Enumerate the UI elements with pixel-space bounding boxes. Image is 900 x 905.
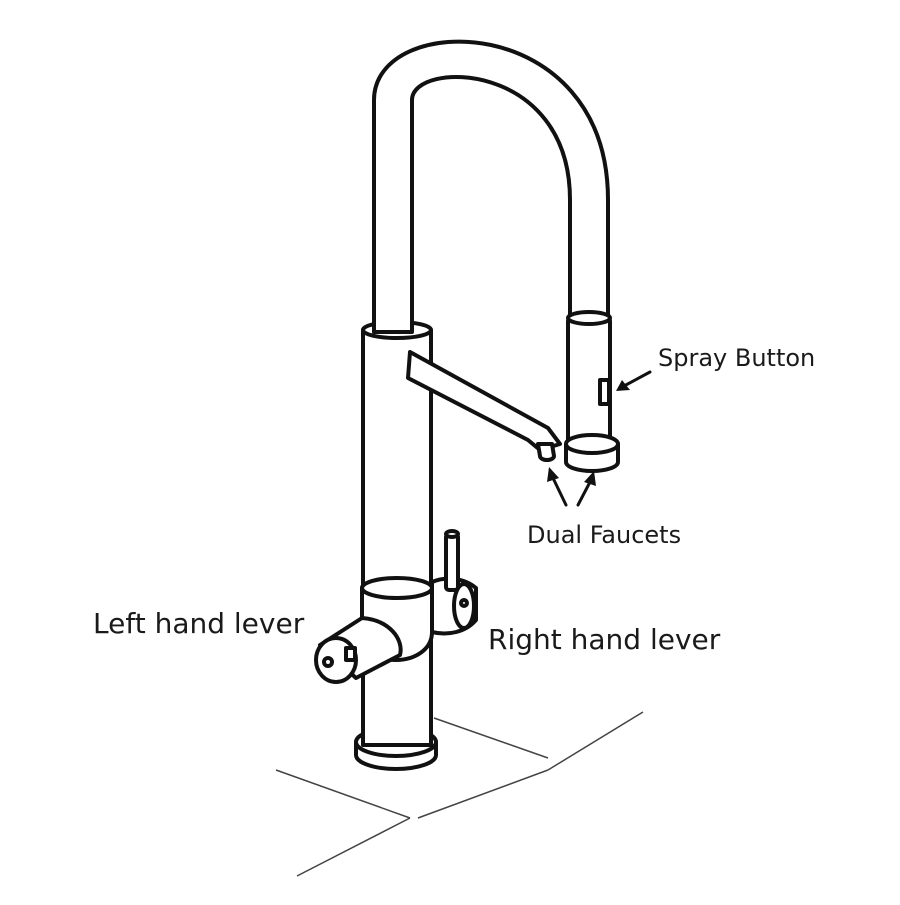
spray-button-label: Spray Button xyxy=(658,344,816,372)
dual-faucets-label: Dual Faucets xyxy=(527,521,682,549)
spray-button-arrow xyxy=(616,370,652,391)
left-hand-lever-label: Left hand lever xyxy=(93,607,305,640)
spray-head xyxy=(564,310,620,473)
dual-faucets-arrows xyxy=(547,467,596,507)
gooseneck-hose xyxy=(372,39,610,334)
right-hand-lever xyxy=(430,529,478,636)
arm-outlet xyxy=(536,442,556,462)
countertop-lines xyxy=(275,711,644,877)
right-hand-lever-label: Right hand lever xyxy=(488,623,721,656)
spray-button xyxy=(598,378,611,406)
